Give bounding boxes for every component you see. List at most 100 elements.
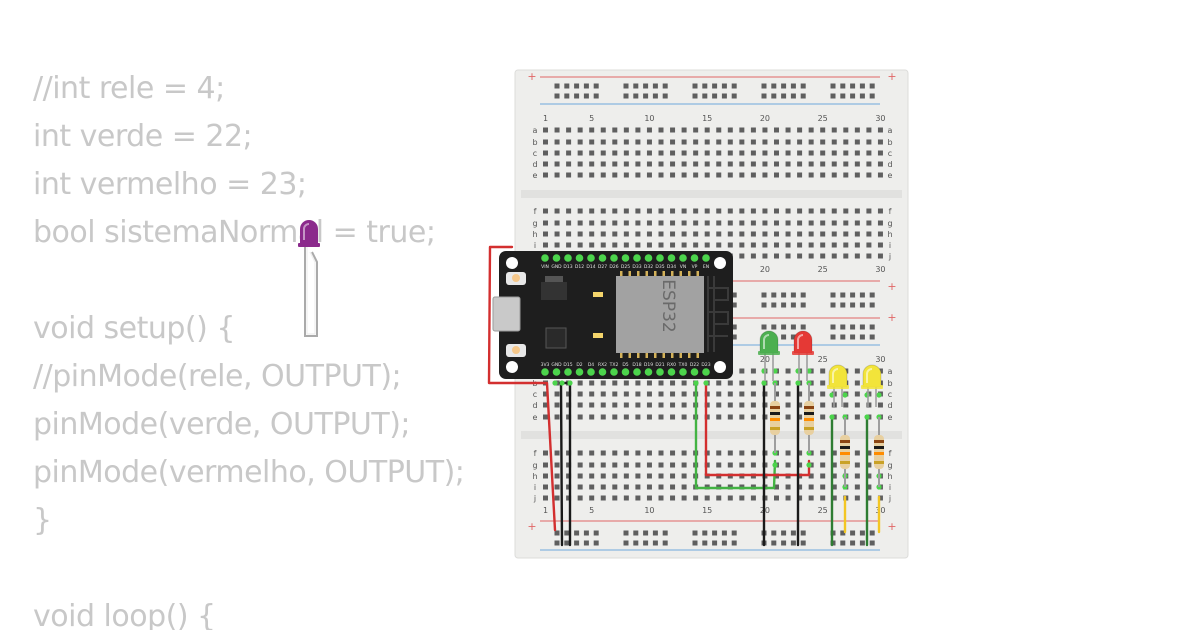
esp32-pin-bottom[interactable] xyxy=(656,368,664,376)
breadboard-hole[interactable] xyxy=(831,450,837,456)
breadboard-hole[interactable] xyxy=(739,380,745,386)
breadboard-hole[interactable] xyxy=(612,242,618,248)
breadboard-hole[interactable] xyxy=(577,402,583,408)
breadboard-hole[interactable] xyxy=(785,368,791,374)
breadboard-hole[interactable] xyxy=(670,172,676,178)
breadboard-hole[interactable] xyxy=(635,220,641,226)
breadboard-hole[interactable] xyxy=(543,402,548,408)
breadboard-hole[interactable] xyxy=(840,324,846,330)
breadboard-hole[interactable] xyxy=(670,391,676,397)
breadboard-hole[interactable] xyxy=(643,530,649,536)
breadboard-hole[interactable] xyxy=(739,495,745,501)
breadboard-hole[interactable] xyxy=(771,292,777,298)
breadboard-hole[interactable] xyxy=(727,495,733,501)
breadboard-hole[interactable] xyxy=(739,139,745,145)
esp32-pin-bottom[interactable] xyxy=(610,368,618,376)
breadboard-hole[interactable] xyxy=(543,231,548,237)
breadboard-hole[interactable] xyxy=(635,172,641,178)
breadboard-hole[interactable] xyxy=(869,334,875,340)
breadboard-hole[interactable] xyxy=(750,253,756,259)
breadboard-hole[interactable] xyxy=(658,402,664,408)
breadboard-hole[interactable] xyxy=(843,161,849,167)
esp32-pin-top[interactable] xyxy=(679,254,687,262)
breadboard-hole[interactable] xyxy=(564,93,570,99)
breadboard-hole[interactable] xyxy=(600,473,606,479)
breadboard-hole[interactable] xyxy=(612,402,618,408)
breadboard-hole[interactable] xyxy=(693,127,699,133)
breadboard-hole[interactable] xyxy=(790,540,796,546)
breadboard-hole[interactable] xyxy=(658,150,664,156)
breadboard-hole[interactable] xyxy=(790,83,796,89)
breadboard-hole[interactable] xyxy=(762,161,768,167)
breadboard-hole[interactable] xyxy=(800,530,806,536)
breadboard-hole[interactable] xyxy=(574,540,580,546)
breadboard-hole[interactable] xyxy=(554,172,560,178)
breadboard-hole[interactable] xyxy=(670,242,676,248)
breadboard-hole[interactable] xyxy=(866,402,872,408)
breadboard-hole[interactable] xyxy=(877,139,883,145)
breadboard-hole[interactable] xyxy=(635,242,641,248)
breadboard-hole[interactable] xyxy=(716,150,722,156)
breadboard-hole[interactable] xyxy=(635,402,641,408)
breadboard-hole[interactable] xyxy=(859,83,865,89)
breadboard-hole[interactable] xyxy=(739,253,745,259)
breadboard-hole[interactable] xyxy=(771,302,777,308)
breadboard-hole[interactable] xyxy=(543,414,548,420)
breadboard-hole[interactable] xyxy=(739,462,745,468)
breadboard-hole[interactable] xyxy=(662,83,668,89)
breadboard-hole[interactable] xyxy=(646,402,652,408)
breadboard-hole[interactable] xyxy=(643,93,649,99)
breadboard-hole[interactable] xyxy=(727,150,733,156)
breadboard-hole[interactable] xyxy=(658,391,664,397)
breadboard-hole[interactable] xyxy=(543,473,548,479)
breadboard-hole[interactable] xyxy=(850,540,856,546)
breadboard-hole[interactable] xyxy=(771,324,777,330)
breadboard-hole[interactable] xyxy=(727,391,733,397)
breadboard-hole[interactable] xyxy=(593,93,599,99)
breadboard-hole[interactable] xyxy=(612,150,618,156)
breadboard-hole[interactable] xyxy=(854,231,860,237)
breadboard-hole[interactable] xyxy=(785,161,791,167)
breadboard-hole[interactable] xyxy=(731,292,737,298)
breadboard-hole[interactable] xyxy=(750,414,756,420)
breadboard-hole[interactable] xyxy=(652,540,658,546)
breadboard-hole[interactable] xyxy=(800,540,806,546)
breadboard-hole[interactable] xyxy=(820,402,826,408)
breadboard-hole[interactable] xyxy=(712,530,718,536)
esp32-board[interactable]: ESP32 VIN3V3GNDGNDD13D15D12D2D14D4D27RX2… xyxy=(492,251,733,379)
breadboard-hole[interactable] xyxy=(681,414,687,420)
breadboard-hole[interactable] xyxy=(790,530,796,536)
breadboard-hole[interactable] xyxy=(600,127,606,133)
breadboard-hole[interactable] xyxy=(646,172,652,178)
breadboard-hole[interactable] xyxy=(866,172,872,178)
breadboard-hole[interactable] xyxy=(633,530,639,536)
breadboard-hole[interactable] xyxy=(800,83,806,89)
breadboard-hole[interactable] xyxy=(646,462,652,468)
breadboard-hole[interactable] xyxy=(840,530,846,536)
breadboard-hole[interactable] xyxy=(693,220,699,226)
breadboard-hole[interactable] xyxy=(727,231,733,237)
breadboard-hole[interactable] xyxy=(790,93,796,99)
breadboard-hole[interactable] xyxy=(681,242,687,248)
breadboard-hole[interactable] xyxy=(681,495,687,501)
breadboard-hole[interactable] xyxy=(681,380,687,386)
breadboard-hole[interactable] xyxy=(762,172,768,178)
breadboard-hole[interactable] xyxy=(808,172,814,178)
breadboard-hole[interactable] xyxy=(750,208,756,214)
breadboard-hole[interactable] xyxy=(593,83,599,89)
breadboard-hole[interactable] xyxy=(577,450,583,456)
breadboard-hole[interactable] xyxy=(820,391,826,397)
breadboard-hole[interactable] xyxy=(797,127,803,133)
breadboard-hole[interactable] xyxy=(566,462,572,468)
breadboard-hole[interactable] xyxy=(543,450,548,456)
esp32-pin-bottom[interactable] xyxy=(598,368,607,376)
breadboard-hole[interactable] xyxy=(750,495,756,501)
breadboard-hole[interactable] xyxy=(790,324,796,330)
breadboard-hole[interactable] xyxy=(566,391,572,397)
breadboard-hole[interactable] xyxy=(600,495,606,501)
breadboard-hole[interactable] xyxy=(808,484,814,490)
breadboard-hole[interactable] xyxy=(670,450,676,456)
breadboard-hole[interactable] xyxy=(727,242,733,248)
breadboard-hole[interactable] xyxy=(850,93,856,99)
breadboard-hole[interactable] xyxy=(554,414,560,420)
